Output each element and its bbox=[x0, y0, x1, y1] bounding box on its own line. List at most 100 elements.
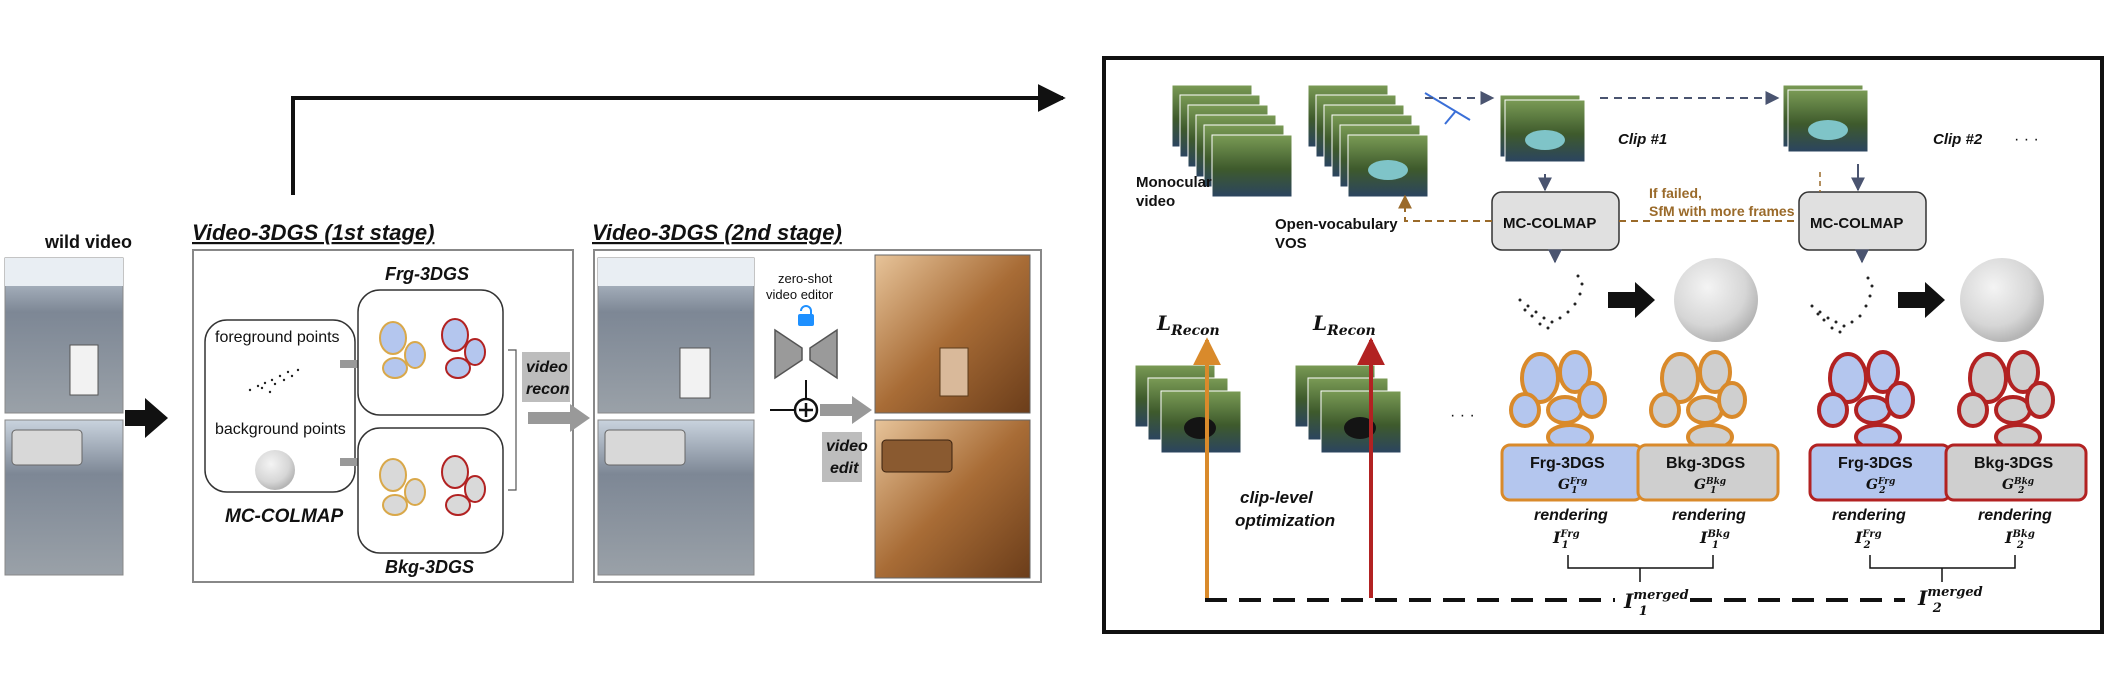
mc-colmap-text-1: MC-COLMAP bbox=[1503, 215, 1596, 232]
l-recon-2: L bbox=[1312, 311, 1327, 335]
i-bkg-2-sub: 2 bbox=[2016, 540, 2024, 551]
recon-sign-prop bbox=[679, 347, 711, 399]
race-sign-prop bbox=[69, 344, 99, 396]
i-frg-1-sub: 1 bbox=[1562, 540, 1569, 551]
frg-gaussians-clip2 bbox=[1817, 350, 1915, 451]
frg-box-title-2: Frg-3DGS bbox=[1838, 455, 1913, 472]
video-recon-label-bg bbox=[522, 352, 570, 402]
background-sphere bbox=[255, 450, 295, 490]
right-detail: Monocular video Open-vocabulary VOS Clip… bbox=[1102, 56, 2104, 634]
mid-ellipsis: · · · bbox=[1450, 407, 1475, 424]
frg-box-math-1: G bbox=[1558, 477, 1570, 493]
monocular-line2: video bbox=[1136, 193, 1175, 210]
drift-car bbox=[11, 429, 83, 466]
frg-box-math-2: G bbox=[1866, 477, 1878, 493]
edited-drift-car bbox=[881, 439, 953, 473]
i-frg-2-sup: Frg bbox=[1861, 529, 1881, 540]
bkg-gaussians bbox=[379, 455, 486, 516]
l-recon-1: L bbox=[1156, 311, 1171, 335]
frg-gaussians-clip1 bbox=[1509, 350, 1607, 451]
sphere-2 bbox=[1960, 258, 2044, 342]
frg-gaussians bbox=[379, 318, 486, 379]
recon-grandstand bbox=[598, 258, 754, 286]
monocular-line1: Monocular bbox=[1136, 174, 1212, 191]
i-bkg-2-sup: Bkg bbox=[2011, 529, 2034, 540]
bkg-box-math-1: G bbox=[1694, 477, 1706, 493]
l-recon-1-sub: Recon bbox=[1170, 323, 1220, 339]
rendering-frg-1: rendering bbox=[1534, 507, 1608, 524]
to-detail-arrow bbox=[291, 84, 1066, 195]
monocular-video-stack bbox=[1171, 84, 1293, 198]
to-edited-arrow bbox=[820, 396, 872, 424]
i-frg-1: I bbox=[1552, 528, 1561, 547]
editor-label-line1: zero-shot bbox=[778, 271, 833, 286]
swan-point-cloud-2 bbox=[1810, 276, 1874, 334]
background-points-label: background points bbox=[215, 421, 346, 438]
mc-colmap-label: MC-COLMAP bbox=[225, 506, 344, 527]
rendering-bkg-2: rendering bbox=[1978, 507, 2052, 524]
rendering-bkg-1: rendering bbox=[1672, 507, 1746, 524]
video-recon-line1: video bbox=[526, 359, 568, 376]
clip-level-line2: optimization bbox=[1235, 511, 1335, 530]
bkg-box-sup-2: Bkg bbox=[2013, 477, 2034, 487]
i-merged-1: I bbox=[1623, 589, 1634, 613]
if-failed-line1: If failed, bbox=[1649, 185, 1702, 201]
lock-icon bbox=[798, 305, 814, 326]
add-icon bbox=[793, 397, 819, 423]
frg-box-sub-2: 2 bbox=[1878, 486, 1885, 496]
bkg-gaussians-clip1 bbox=[1649, 350, 1747, 451]
swan-point-cloud-1 bbox=[1518, 274, 1584, 330]
i-bkg-2: I bbox=[2004, 528, 2013, 547]
i-bkg-1-sup: Bkg bbox=[1706, 529, 1729, 540]
video-edit-line2: edit bbox=[830, 460, 859, 477]
frg-box-sup-1: Frg bbox=[1569, 477, 1587, 487]
cloud2-to-sphere-arrow bbox=[1898, 282, 1945, 318]
i-merged-1-sub: 1 bbox=[1639, 604, 1648, 619]
i-merged-2-sup: merged bbox=[1927, 585, 1982, 600]
i-frg-2: I bbox=[1854, 528, 1863, 547]
video-recon-line2: recon bbox=[526, 381, 570, 398]
video-edit-line1: video bbox=[826, 438, 868, 455]
l-recon-2-sub: Recon bbox=[1326, 323, 1376, 339]
bkg-box-sub-2: 2 bbox=[2017, 486, 2024, 496]
frg-box-title-1: Frg-3DGS bbox=[1530, 455, 1605, 472]
bkg-3dgs-box-clip2 bbox=[1944, 443, 2088, 502]
i-merged-2-sub: 2 bbox=[1932, 601, 1942, 616]
clip-split-tick bbox=[1444, 111, 1456, 125]
bkg-box-title-2: Bkg-3DGS bbox=[1974, 455, 2053, 472]
clip1-stack bbox=[1499, 94, 1586, 163]
editor-label-line2: video editor bbox=[766, 287, 834, 302]
stage1-title: Video-3DGS (1st stage) bbox=[192, 220, 434, 245]
bkg-box-sup-1: Bkg bbox=[1705, 477, 1726, 487]
svg-text:LRecon: LRecon bbox=[1156, 311, 1220, 339]
bkg-3dgs-title: Bkg-3DGS bbox=[385, 557, 474, 577]
i-bkg-1: I bbox=[1699, 528, 1708, 547]
frg-3dgs-title: Frg-3DGS bbox=[385, 264, 469, 284]
to-stage2-arrow bbox=[528, 404, 590, 432]
foreground-points-label: foreground points bbox=[215, 329, 340, 346]
bkg-box-title-1: Bkg-3DGS bbox=[1666, 455, 1745, 472]
clip1-label: Clip #1 bbox=[1618, 131, 1667, 148]
bkg-gaussians-clip2 bbox=[1957, 350, 2055, 451]
i-merged-2: I bbox=[1917, 586, 1928, 610]
svg-text:LRecon: LRecon bbox=[1312, 311, 1376, 339]
wild-video-label: wild video bbox=[44, 232, 132, 252]
video-edit-label-bg bbox=[822, 432, 862, 482]
recon-bracket bbox=[508, 349, 517, 491]
grandstand-strip bbox=[5, 258, 123, 286]
vos-video-stack bbox=[1307, 84, 1429, 198]
vos-line1: Open-vocabulary bbox=[1275, 216, 1398, 233]
vos-line2: VOS bbox=[1275, 235, 1307, 252]
i-bkg-1-sub: 1 bbox=[1712, 540, 1719, 551]
stage2-title: Video-3DGS (2nd stage) bbox=[592, 220, 842, 245]
mc-colmap-text-2: MC-COLMAP bbox=[1810, 215, 1903, 232]
recon-drift-car bbox=[604, 429, 686, 466]
clip2-stack bbox=[1782, 84, 1869, 153]
